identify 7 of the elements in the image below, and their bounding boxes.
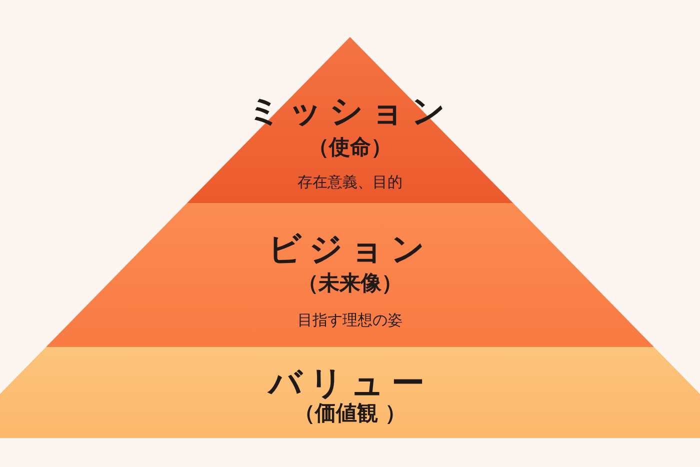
band-heading: バリュー — [266, 362, 432, 402]
band-heading: ビジョン — [267, 228, 433, 270]
band-description: 存在意義、目的 — [296, 173, 404, 192]
band-subheading: （使命） — [307, 134, 393, 161]
band-subheading: （未来像） — [296, 270, 404, 297]
band-description: 目指す理想の姿 — [296, 311, 404, 330]
band-subheading: （価値観 ） — [292, 400, 408, 427]
